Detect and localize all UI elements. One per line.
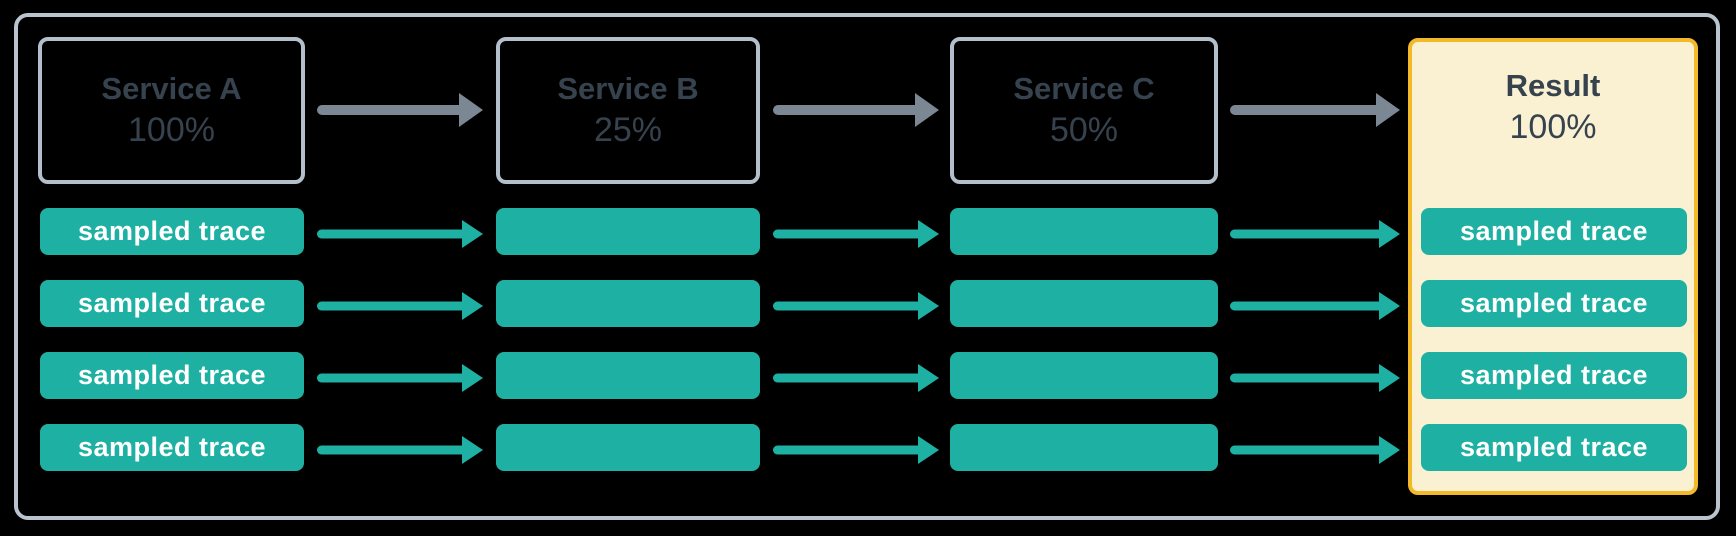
- sampled-trace-pill: sampled trace: [40, 424, 304, 471]
- arrow-right-icon: [773, 217, 939, 251]
- sampled-trace-pill: sampled trace: [1421, 280, 1687, 327]
- result-title: Result: [1505, 68, 1601, 103]
- sampled-trace-pill: sampled trace: [1421, 352, 1687, 399]
- result-sampling-rate: 100%: [1509, 107, 1597, 146]
- service-b-sampling-rate: 25%: [593, 110, 663, 149]
- result-header: Result 100%: [1412, 68, 1694, 147]
- sampled-trace-pill: [496, 280, 760, 327]
- arrow-right-icon: [773, 93, 939, 127]
- arrow-right-icon: [317, 93, 483, 127]
- sampled-trace-pill: sampled trace: [1421, 208, 1687, 255]
- arrow-right-icon: [317, 217, 483, 251]
- arrow-right-icon: [317, 289, 483, 323]
- sampled-trace-pill: sampled trace: [40, 280, 304, 327]
- service-c-title: Service C: [1013, 71, 1155, 107]
- service-c-sampling-rate: 50%: [1049, 110, 1119, 149]
- service-b-title: Service B: [557, 71, 699, 107]
- sampled-trace-pill: [950, 352, 1218, 399]
- service-a-box: Service A 100%: [38, 37, 305, 184]
- service-a-title: Service A: [101, 71, 242, 107]
- arrow-right-icon: [1230, 361, 1400, 395]
- sampled-trace-pill: [950, 424, 1218, 471]
- sampled-trace-pill: [496, 208, 760, 255]
- arrow-right-icon: [773, 433, 939, 467]
- sampled-trace-pill: sampled trace: [1421, 424, 1687, 471]
- arrow-right-icon: [1230, 217, 1400, 251]
- arrow-right-icon: [1230, 433, 1400, 467]
- sampled-trace-pill: [496, 352, 760, 399]
- arrow-right-icon: [1230, 289, 1400, 323]
- service-b-box: Service B 25%: [496, 37, 760, 184]
- diagram-frame: [14, 13, 1720, 520]
- arrow-right-icon: [773, 289, 939, 323]
- arrow-right-icon: [773, 361, 939, 395]
- service-a-sampling-rate: 100%: [128, 110, 215, 149]
- sampled-trace-pill: [950, 208, 1218, 255]
- arrow-right-icon: [317, 361, 483, 395]
- service-c-box: Service C 50%: [950, 37, 1218, 184]
- sampled-trace-pill: [950, 280, 1218, 327]
- result-box: Result 100%: [1408, 38, 1698, 495]
- sampled-trace-pill: sampled trace: [40, 352, 304, 399]
- sampled-trace-pill: [496, 424, 760, 471]
- arrow-right-icon: [1230, 93, 1400, 127]
- sampled-trace-pill: sampled trace: [40, 208, 304, 255]
- arrow-right-icon: [317, 433, 483, 467]
